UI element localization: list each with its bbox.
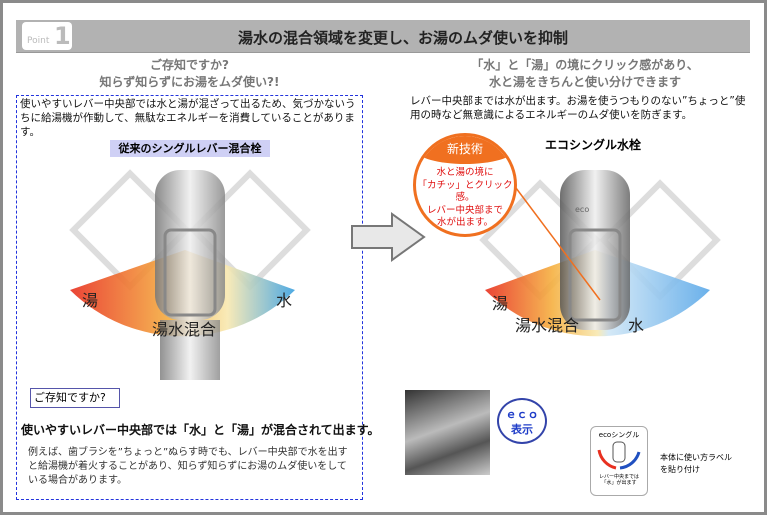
- label-small: レバー中央までは: [598, 474, 639, 480]
- faucet-eco-logo: eco: [575, 205, 590, 214]
- eco-display-bubble: ｅｃｏ 表示: [497, 398, 547, 444]
- usage-label-sticker: ecoシングル レバー中央までは 「水」が出ます: [590, 426, 648, 496]
- new-tech-title: 新技術: [416, 136, 514, 164]
- point-badge: Point 1: [22, 22, 72, 50]
- left-intro: 使いやすいレバー中央部では水と湯が混ざって出るため、気づかないうちに給湯機が作動…: [20, 98, 356, 138]
- eco-bubble-text: ｅｃｏ: [505, 408, 539, 421]
- right-heading: 「水」と「湯」の境にクリック感があり、 水と湯をきちんと使い分けできます: [400, 57, 767, 91]
- pointer-line: [509, 179, 601, 301]
- label-small: 「水」が出ます: [601, 480, 637, 486]
- badge-line: 水が出ます。: [436, 217, 494, 228]
- right-heading-2: 水と湯をきちんと使い分けできます: [488, 75, 681, 89]
- label-title: ecoシングル: [598, 431, 640, 439]
- new-tech-badge: 新技術 水と湯の境に 「カチッ」とクリック感。 レバー中央部まで 水が出ます。: [413, 133, 517, 237]
- eco-faucet-label: エコシングル水栓: [545, 138, 642, 152]
- eco-faucet-illustration: [479, 170, 721, 337]
- label-note-2: を貼り付け: [660, 465, 700, 474]
- page-title: 湯水の混合領域を変更し、お湯のムダ使いを抑制: [237, 29, 568, 47]
- badge-word: Point: [27, 36, 50, 46]
- zone-cold-label: 水: [628, 316, 645, 335]
- label-note-1: 本体に使い方ラベル: [660, 453, 732, 462]
- did-you-know-callout: ご存知ですか?: [30, 388, 120, 408]
- left-heading-1: ご存知ですか?: [150, 58, 229, 72]
- left-dashed-box: [16, 95, 363, 500]
- zone-cold-label: 水: [276, 291, 293, 310]
- eco-label-photo: [405, 390, 490, 475]
- badge-number: 1: [54, 22, 71, 50]
- header-bar: Point 1 湯水の混合領域を変更し、お湯のムダ使いを抑制: [16, 20, 750, 53]
- left-heading: ご存知ですか? 知らず知らずにお湯をムダ使い?!: [16, 57, 363, 91]
- conventional-faucet-label: 従来のシングルレバー混合栓: [110, 140, 270, 157]
- left-detail: 例えば、歯ブラシを”ちょっと”ぬらす時でも、レバー中央部で水を出すと給湯機が着火…: [28, 447, 348, 486]
- label-note: 本体に使い方ラベル を貼り付け: [660, 452, 732, 476]
- zone-hot-label: 湯: [492, 294, 509, 313]
- right-intro: レバー中央部までは水が出ます。お湯を使うつもりのない”ちょっと”使用の時など無意…: [410, 95, 746, 121]
- right-arrow-icon: [351, 212, 426, 262]
- zone-mix-label: 湯水混合: [152, 320, 217, 339]
- right-heading-1: 「水」と「湯」の境にクリック感があり、: [471, 58, 699, 72]
- eco-bubble-text: 表示: [511, 423, 533, 436]
- left-heading-2: 知らず知らずにお湯をムダ使い?!: [99, 75, 280, 89]
- zone-hot-label: 湯: [82, 291, 99, 310]
- conventional-faucet-illustration: [69, 169, 311, 380]
- zone-mix-label: 湯水混合: [515, 316, 580, 335]
- badge-line: レバー中央部まで: [426, 204, 503, 216]
- left-bold-line: 使いやすいレバー中央部では「水」と「湯」が混合されて出ます。: [21, 423, 380, 437]
- lever-diagram-icon: [597, 441, 641, 470]
- badge-line: 水と湯の境に: [436, 167, 494, 178]
- badge-line: 「カチッ」とクリック感。: [417, 179, 513, 204]
